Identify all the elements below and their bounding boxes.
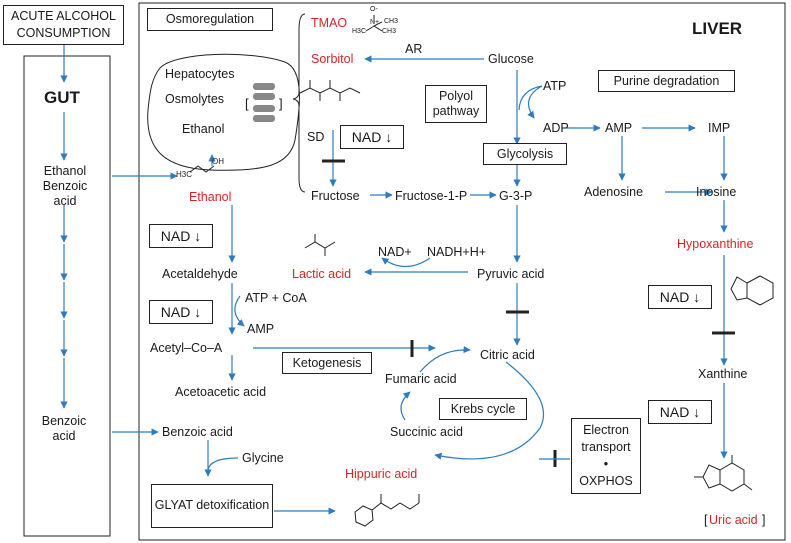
nad-acetaldehyde-box: NAD ↓	[149, 300, 213, 324]
uric-bracket-right: ]	[762, 513, 766, 527]
krebs-cycle-box: Krebs cycle	[439, 398, 527, 420]
sd-label: SD	[307, 130, 325, 144]
glycine-label: Glycine	[242, 451, 284, 465]
purine-degradation-box: Purine degradation	[598, 70, 735, 92]
hypoxanthine-label: Hypoxanthine	[677, 237, 754, 251]
acetaldehyde-label: Acetaldehyde	[162, 267, 238, 281]
tmao-ch3c: CH3	[384, 18, 399, 25]
glycolysis-box: Glycolysis	[483, 143, 567, 165]
sorbitol-structure	[299, 80, 361, 101]
sorbitol-label: Sorbitol	[311, 52, 354, 66]
uric-acid-structure	[694, 455, 753, 492]
hippuric-acid-label: Hippuric acid	[345, 467, 418, 481]
nad-ethanol-box: NAD ↓	[149, 224, 213, 248]
bracket-right: ]	[279, 96, 283, 111]
gut-ethanol-benzoic: Ethanol Benzoic acid	[42, 164, 88, 208]
gut-title: GUT	[44, 88, 80, 107]
amp-mid-label: AMP	[247, 322, 275, 336]
gut-frame	[23, 55, 111, 537]
benzoic-acid-liver-label: Benzoic acid	[162, 425, 233, 439]
lactic-acid-label: Lactic acid	[292, 267, 352, 281]
pyruvic-acid-label: Pyruvic acid	[477, 267, 545, 281]
acetylcoa-label: Acetyl–Co–A	[150, 341, 223, 355]
polyol-pathway-box: Polyol pathway	[425, 85, 487, 123]
electron-transport-box: Electron transport • OXPHOS	[571, 418, 641, 494]
ethanol-oh: OH	[212, 157, 224, 166]
tmao-n: N+	[370, 19, 380, 26]
fructose-label: Fructose	[311, 189, 360, 203]
amp-top-label: AMP	[605, 121, 633, 135]
uric-acid-label: Uric acid	[709, 513, 758, 527]
tmao-ch3a: H3C	[352, 28, 367, 35]
ketogenesis-box: Ketogenesis	[282, 352, 372, 374]
hepatocytes-label: Hepatocytes	[165, 67, 235, 81]
acute-alcohol-box: ACUTE ALCOHOL CONSUMPTION	[3, 5, 124, 45]
fructose1p-label: Fructose-1-P	[395, 189, 468, 203]
hypoxanthine-structure	[730, 275, 774, 306]
etc-line3: OXPHOS	[579, 473, 633, 488]
atp-label: ATP	[543, 79, 567, 93]
etc-line1: Electron	[583, 423, 629, 438]
nadh-label: NADH+H+	[427, 245, 487, 259]
citric-acid-label: Citric acid	[480, 348, 535, 362]
cell-ethanol-label: Ethanol	[182, 122, 225, 136]
osmoregulation-box: Osmoregulation	[147, 8, 273, 31]
gut-benzoic-acid: Benzoic acid	[41, 414, 87, 443]
hippuric-acid-structure	[354, 494, 420, 527]
tmao-label: TMAO	[311, 16, 348, 30]
bracket-left: [	[245, 96, 249, 111]
ethanol-structure	[189, 165, 215, 173]
succinic-acid-label: Succinic acid	[390, 425, 463, 439]
lactic-acid-structure	[304, 234, 336, 256]
nad-hypoxanthine-box: NAD ↓	[648, 285, 712, 309]
tmao-o: O-	[370, 6, 378, 13]
ar-label: AR	[405, 42, 423, 56]
etc-line2: transport	[581, 440, 631, 455]
glucose-label: Glucose	[488, 52, 534, 66]
nad-sd-box: NAD ↓	[340, 125, 404, 149]
imp-label: IMP	[708, 121, 731, 135]
osmolytes-label: Osmolytes	[165, 92, 225, 106]
liver-frame	[138, 2, 786, 541]
ethanol-label: Ethanol	[189, 190, 232, 204]
adp-label: ADP	[543, 121, 569, 135]
adenosine-label: Adenosine	[584, 185, 644, 199]
tmao-ch3b: CH3	[382, 28, 397, 35]
etc-dot: •	[603, 457, 609, 471]
acetoacetic-acid-label: Acetoacetic acid	[175, 385, 267, 399]
inosine-label: Inosine	[696, 185, 737, 199]
liver-title: LIVER	[692, 19, 743, 38]
ethanol-h3c: H3C	[176, 170, 193, 179]
fumaric-acid-label: Fumaric acid	[385, 372, 457, 386]
atp-coa-label: ATP + CoA	[245, 291, 307, 305]
hepatocyte-cell-outline	[147, 53, 300, 171]
nad-xanthine-box: NAD ↓	[648, 400, 712, 424]
osmolyte-brace	[292, 13, 306, 193]
nad-plus-label: NAD+	[378, 245, 412, 259]
xanthine-label: Xanthine	[698, 367, 748, 381]
g3p-label: G-3-P	[499, 189, 533, 203]
membrane-channel-icon	[253, 83, 275, 122]
glyat-detoxification-box: GLYAT detoxification	[151, 484, 273, 528]
uric-bracket-left: [	[704, 513, 708, 527]
tmao-structure	[365, 15, 383, 32]
